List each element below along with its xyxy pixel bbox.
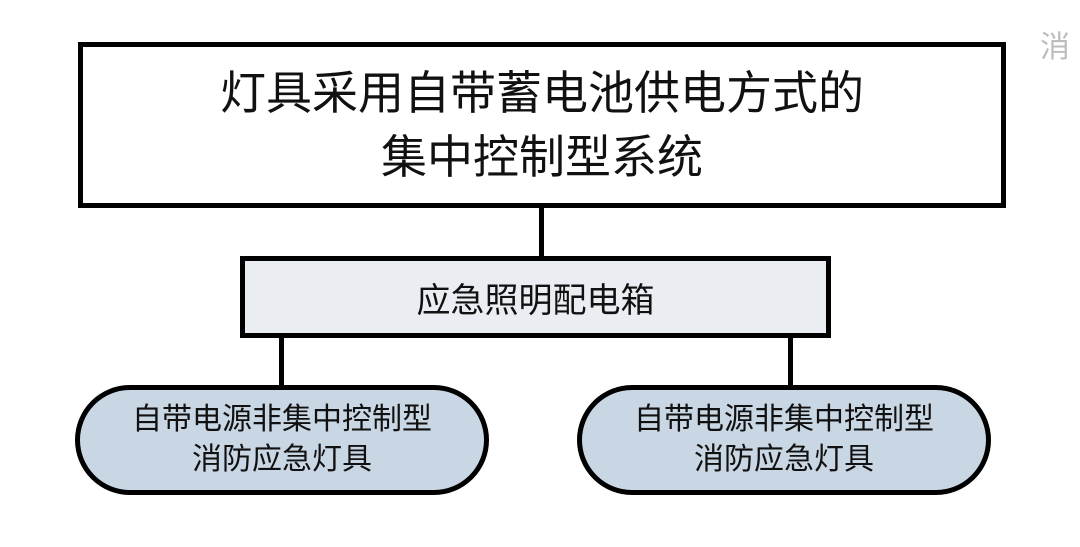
luminaire-left-line1: 自带电源非集中控制型	[132, 402, 432, 437]
system-title-line1: 灯具采用自带蓄电池供电方式的	[220, 66, 864, 120]
luminaire-right-line2: 消防应急灯具	[694, 442, 874, 477]
distribution-box-label: 应急照明配电箱	[416, 280, 655, 321]
system-title-line2: 集中控制型系统	[381, 130, 703, 184]
connector-middle-left	[279, 336, 284, 387]
distribution-box-node: 应急照明配电箱	[240, 256, 831, 338]
luminaire-node-left: 自带电源非集中控制型 消防应急灯具	[75, 385, 489, 495]
luminaire-left-line2: 消防应急灯具	[192, 442, 372, 477]
system-box: 灯具采用自带蓄电池供电方式的 集中控制型系统	[78, 42, 1006, 208]
connector-top-middle	[539, 206, 544, 258]
luminaire-right-line1: 自带电源非集中控制型	[634, 402, 934, 437]
connector-middle-right	[788, 336, 793, 387]
luminaire-node-right: 自带电源非集中控制型 消防应急灯具	[577, 385, 991, 495]
watermark: 消	[1040, 30, 1070, 65]
